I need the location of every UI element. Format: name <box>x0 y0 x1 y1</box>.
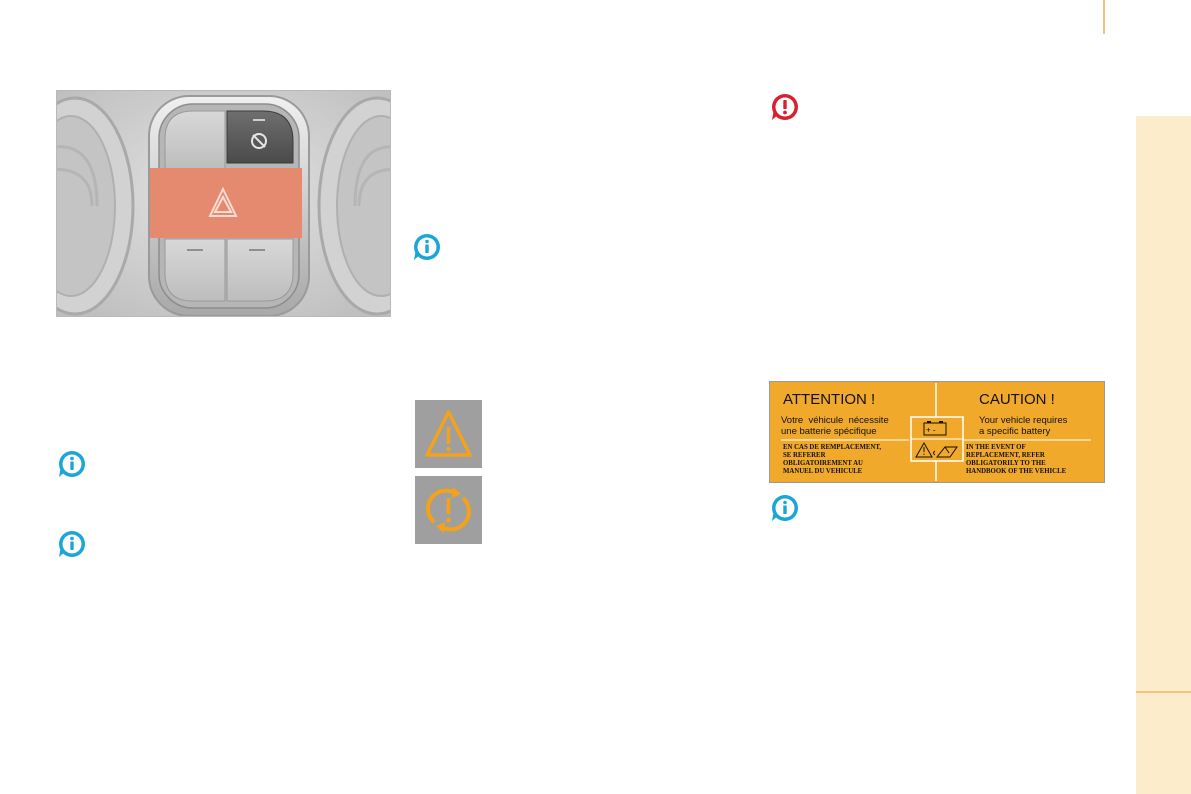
battery-label-graphic: ATTENTION ! CAUTION ! Votre véhicule néc… <box>769 381 1105 483</box>
switch-button-icon <box>251 133 267 149</box>
left-air-vent <box>57 96 135 316</box>
handbook-icon <box>933 446 958 458</box>
info-icon <box>772 495 798 521</box>
battery-polarity-text: + - <box>926 426 936 435</box>
right-air-vent <box>317 96 390 316</box>
label-en-notice-line: HANDBOOK OF THE VEHICLE <box>966 468 1067 475</box>
side-tab-divider <box>1136 691 1191 693</box>
label-fr-line2: une batterie spécifique <box>781 426 877 437</box>
battery-symbol-box: + - <box>910 416 964 462</box>
label-en-notice-line: IN THE EVENT OF <box>966 444 1026 451</box>
label-fr-notice-line: MANUEL DU VEHICULE <box>783 468 863 475</box>
service-lamp-box <box>415 476 482 544</box>
stability-control-switch <box>226 110 294 164</box>
service-exclamation-icon <box>426 487 471 533</box>
battery-icon: + - <box>923 421 947 436</box>
info-icon <box>59 531 85 557</box>
warning-lamp-box <box>415 400 482 468</box>
label-fr-notice-line: OBLIGATOIREMENT AU <box>783 460 863 467</box>
label-en-notice-line: REPLACEMENT, REFER <box>966 452 1045 459</box>
battery-warning-label: ATTENTION ! CAUTION ! Votre véhicule néc… <box>769 381 1105 483</box>
hazard-switch-illustration <box>57 91 390 316</box>
label-en-heading: CAUTION ! <box>979 391 1055 408</box>
info-icon <box>414 234 440 260</box>
chapter-side-tab <box>1136 116 1191 794</box>
hazard-switch-photo <box>56 90 391 317</box>
caution-triangle-icon <box>915 441 933 458</box>
hazard-warning-triangle-icon <box>208 186 238 217</box>
info-icon <box>59 451 85 477</box>
label-fr-line1: Votre véhicule nécessite <box>781 415 889 426</box>
label-fr-heading: ATTENTION ! <box>783 391 875 408</box>
warning-triangle-icon <box>425 410 472 457</box>
label-fr-notice-line: SE REFERER <box>783 452 826 459</box>
label-en-line2: a specific battery <box>979 426 1051 437</box>
exclamation-warning-icon <box>772 94 798 120</box>
label-en-line1: Your vehicle requires <box>979 415 1068 426</box>
page-corner-marker <box>1103 0 1105 34</box>
label-en-notice-line: OBLIGATORILY TO THE <box>966 460 1046 467</box>
label-fr-notice-line: EN CAS DE REMPLACEMENT, <box>783 444 881 451</box>
hazard-warning-button <box>150 168 302 238</box>
